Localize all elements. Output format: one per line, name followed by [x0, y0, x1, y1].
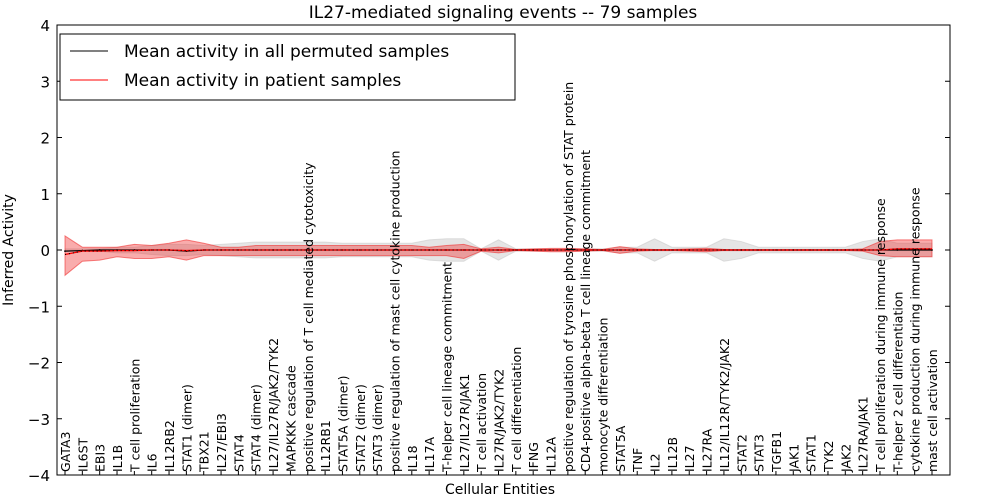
x-tick-label: IL17A	[422, 436, 437, 472]
y-tick-label: −1	[28, 298, 50, 316]
x-tick-label: STAT2 (dimer)	[353, 384, 368, 472]
legend-label-permuted: Mean activity in all permuted samples	[124, 42, 449, 62]
x-tick-label: positive regulation of tyrosine phosphor…	[561, 82, 576, 472]
x-tick-label: STAT2	[734, 434, 749, 472]
x-tick-label: IL27/IL27R/JAK2/TYK2	[266, 338, 281, 472]
x-tick-label: CD4-positive alpha-beta T cell lineage c…	[578, 150, 593, 472]
x-tick-label: IL2	[648, 453, 663, 472]
x-tick-label: TNF	[630, 448, 645, 473]
band-series-1	[64, 235, 933, 277]
y-axis-label: Inferred Activity	[1, 194, 17, 306]
x-tick-label: IFNG	[526, 442, 541, 472]
x-tick-label: STAT4 (dimer)	[249, 384, 264, 472]
point-permuted	[64, 250, 66, 253]
point-permuted	[931, 249, 933, 251]
x-tick-label: STAT3	[752, 434, 767, 472]
legend-label-patient: Mean activity in patient samples	[124, 71, 401, 91]
point-permuted	[913, 249, 916, 251]
x-tick-label: STAT3 (dimer)	[370, 384, 385, 472]
x-tick-label: IL27/EBI3	[214, 413, 229, 472]
x-tick-label: monocyte differentiation	[596, 318, 611, 472]
x-tick-label: mast cell activation	[925, 349, 940, 472]
x-tick-label: T cell proliferation	[127, 359, 142, 473]
y-tick-label: −4	[28, 467, 50, 485]
legend: Mean activity in all permuted samples Me…	[59, 33, 516, 101]
x-tick-label: IL27/IL27R/JAK1	[457, 374, 472, 472]
x-tick-label: STAT1	[804, 434, 819, 472]
x-tick-label: STAT1 (dimer)	[179, 384, 194, 472]
x-tick-label: STAT5A (dimer)	[335, 376, 350, 472]
line-dotted-overlay	[64, 248, 932, 255]
y-tick-label: 4	[40, 17, 50, 35]
x-tick-label: positive regulation of mast cell cytokin…	[387, 151, 402, 472]
x-tick-label: TGFB1	[769, 431, 784, 473]
point-permuted	[98, 249, 101, 251]
x-tick-label: T cell proliferation during immune respo…	[873, 198, 888, 473]
y-tick-label: −2	[28, 355, 50, 373]
x-tick-label: GATA3	[58, 432, 73, 472]
x-tick-label: IL27RA/JAK1	[856, 396, 871, 472]
y-tick-label: 2	[40, 130, 50, 148]
x-tick-label: TYK2	[821, 441, 836, 473]
x-tick-label: IL12B	[665, 437, 680, 472]
x-axis-label: Cellular Entities	[445, 482, 555, 498]
x-tick-label: IL27	[682, 445, 697, 472]
y-tick-label: 3	[40, 73, 50, 91]
x-tick-label: T-helper cell lineage commitment	[439, 262, 454, 473]
x-tick-label: IL18	[405, 445, 420, 472]
x-tick-label: IL12A	[544, 436, 559, 472]
x-tick-label: IL6	[145, 453, 160, 472]
x-tick-label: JAK1	[786, 444, 801, 473]
x-tick-label: IL12RB1	[318, 420, 333, 472]
x-tick-label: T-helper 2 cell differentiation	[890, 292, 905, 473]
x-tick-label: IL27RA	[700, 428, 715, 472]
x-tick-label: cytokine production during immune respon…	[908, 187, 923, 472]
x-tick-label: EBI3	[93, 444, 108, 472]
x-tick-label: TBX21	[197, 431, 212, 473]
x-tick-label: STAT4	[231, 434, 246, 472]
x-tick-label: IL27R/JAK2/TYK2	[492, 369, 507, 472]
x-tick-label: IL12/IL12R/TYK2/JAK2	[717, 338, 732, 472]
x-tick-label: IL6ST	[75, 437, 90, 472]
x-tick-label: STAT5A	[613, 425, 628, 472]
y-tick-label: 1	[40, 186, 50, 204]
x-tick-label: positive regulation of T cell mediated c…	[301, 162, 316, 472]
x-tick-label: MAPKKK cascade	[283, 365, 298, 472]
y-tick-label: −3	[28, 411, 50, 429]
x-tick-label: IL1B	[110, 445, 125, 472]
x-tick-label: T cell differentiation	[509, 347, 524, 473]
x-tick-label: JAK2	[838, 444, 853, 473]
x-tick-label: IL12RB2	[162, 420, 177, 472]
y-tick-label: 0	[40, 242, 50, 260]
x-tick-label: T cell activation	[474, 373, 489, 473]
chart-title: IL27-mediated signaling events -- 79 sam…	[309, 3, 698, 23]
